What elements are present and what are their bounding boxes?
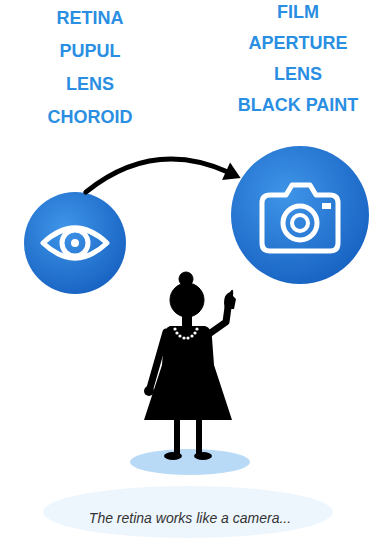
floor-shadow	[130, 449, 250, 475]
part-name: FILM	[223, 1, 373, 23]
part-name: PUPUL	[0, 40, 180, 62]
part-name: APERTURE	[223, 32, 373, 54]
part-name: LENS	[223, 63, 373, 85]
arrow-line	[86, 159, 229, 192]
concept-node: FILM APERTURE LENS BLACK PAINT	[200, 0, 374, 290]
necklace	[173, 327, 198, 339]
icon-circle	[23, 191, 127, 295]
curved-arrow	[86, 159, 241, 192]
icon-circle	[230, 145, 370, 285]
part-name: LENS	[0, 73, 180, 95]
person	[144, 272, 236, 460]
part-name: RETINA	[0, 7, 180, 29]
part-name: CHOROID	[0, 106, 180, 128]
caption: The retina works like a camera...	[20, 510, 360, 526]
arrow-head	[222, 163, 241, 180]
part-name: BLACK PAINT	[223, 94, 373, 116]
concept-node: RETINA PUPUL LENS CHOROID	[0, 0, 180, 300]
